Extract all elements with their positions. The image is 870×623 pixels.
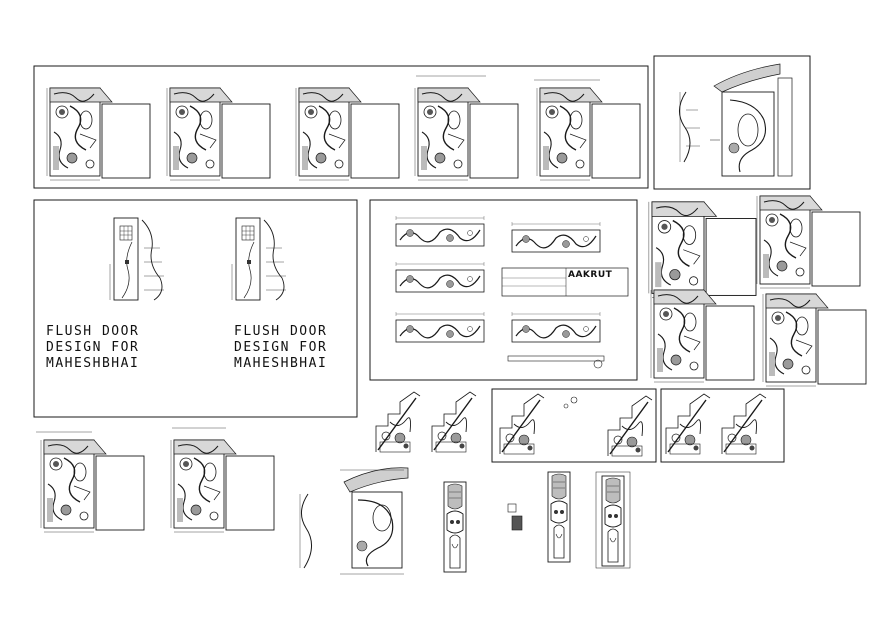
door-elevation-icon [648, 201, 757, 299]
label-line: MAHESHBHAI [234, 356, 328, 371]
door-elevation-icon [536, 87, 641, 181]
door-column-right [648, 195, 867, 387]
carved-doors-bottom [443, 471, 631, 573]
label-line: DESIGN FOR [46, 340, 140, 355]
door-elevation-icon [756, 195, 861, 289]
label-line: DESIGN FOR [234, 340, 328, 355]
door-detail-bottom [299, 467, 409, 575]
label-line: MAHESHBHAI [46, 356, 140, 371]
door-profile-icon [109, 217, 165, 301]
door-row-bottom-left [36, 427, 275, 533]
door-row-top-frame [33, 65, 649, 189]
door-elevation-icon [762, 293, 867, 387]
door-elevation-icon [46, 87, 151, 181]
door-elevation-icon [170, 439, 275, 533]
flush-door-frame [33, 199, 358, 418]
label-line: FLUSH DOOR [234, 324, 328, 339]
title-block-brand: AAKRUT [568, 270, 613, 280]
door-detail-top-right [653, 55, 811, 190]
door-elevation-icon [166, 87, 271, 181]
label-line: FLUSH DOOR [46, 324, 140, 339]
stair-railings [375, 388, 785, 463]
door-elevation-icon [295, 87, 400, 181]
door-elevation-icon [40, 439, 145, 533]
railing-band-frame [369, 199, 638, 381]
door-elevation-icon [650, 289, 755, 383]
door-profile-icon [231, 217, 287, 301]
door-elevation-icon [414, 87, 519, 181]
